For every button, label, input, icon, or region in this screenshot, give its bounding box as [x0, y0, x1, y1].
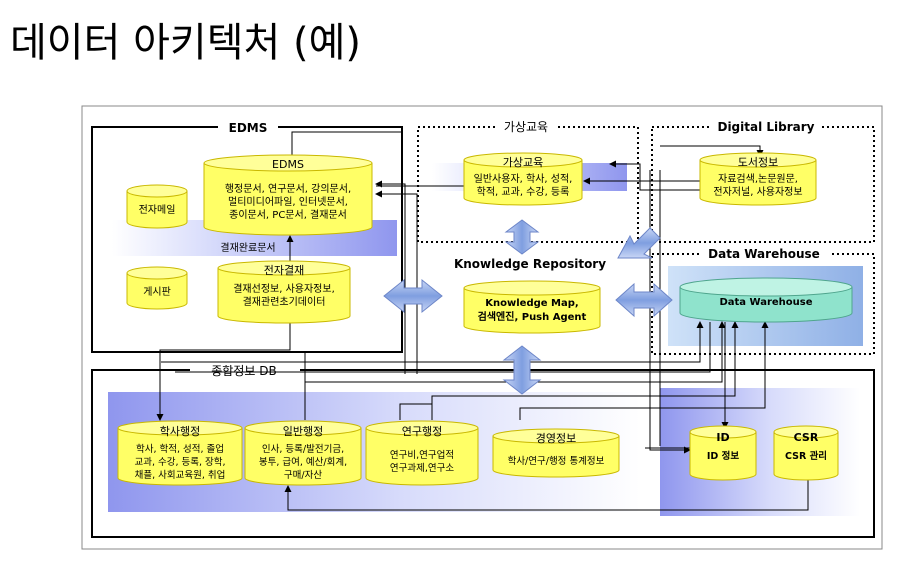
arrow-kr-dw	[615, 282, 673, 318]
general-line-2: 봉투, 급여, 예산/회계,	[259, 456, 347, 468]
dw-db-title: Data Warehouse	[719, 297, 812, 308]
edms-db-line-1: 행정문서, 연구문서, 강의문서,	[225, 183, 351, 195]
library-line-1: 자료검색,논문원문,	[718, 173, 798, 185]
general-line-1: 인사, 등록/발전기금,	[262, 444, 344, 455]
management-cylinder: 경영정보 학사/연구/행정 통계정보	[492, 428, 620, 478]
academic-cylinder: 학사행정 학사, 학적, 성적, 졸업 교과, 수강, 등록, 장학, 채플, …	[117, 420, 243, 486]
academic-title: 학사행정	[160, 425, 200, 438]
virtual-edu-db-title: 가상교육	[503, 156, 543, 169]
arrow-dl-kr	[617, 227, 661, 259]
arrow-edms-kr	[383, 278, 443, 314]
approval-line-2: 결재관련초기데이터	[243, 296, 326, 308]
approval-cylinder: 전자결재 결재선정보, 사용자정보, 결재관련초기데이터	[217, 260, 351, 324]
general-title: 일반행정	[283, 424, 323, 438]
academic-line-1: 학사, 학적, 성적, 졸업	[136, 443, 224, 455]
digital-library-section-label: Digital Library	[717, 120, 814, 134]
research-line-1: 연구비,연구업적	[390, 449, 454, 461]
academic-line-2: 교과, 수강, 등록, 장학,	[134, 457, 225, 468]
edms-db-line-2: 멀티미디어파일, 인터넷문서,	[228, 195, 348, 208]
edms-label-bg	[218, 119, 278, 135]
board-cylinder: 게시판	[126, 266, 188, 310]
general-line-3: 구매/자산	[284, 470, 322, 481]
library-line-2: 전자저널, 사용자정보	[713, 186, 802, 198]
dw-section-label: Data Warehouse	[708, 247, 820, 261]
management-line-1: 학사/연구/행정 통계정보	[508, 455, 605, 467]
edms-db-cylinder: EDMS 행정문서, 연구문서, 강의문서, 멀티미디어파일, 인터넷문서, 종…	[203, 154, 373, 236]
arrow-edu-kr	[504, 219, 540, 255]
research-admin-cylinder: 연구행정 연구비,연구업적 연구과제,연구소	[365, 420, 479, 486]
kr-label: Knowledge Repository	[454, 257, 606, 271]
id-title: ID	[716, 431, 729, 444]
virtual-edu-line-1: 일반사용자, 학사, 성적,	[474, 173, 573, 185]
csr-line-1: CSR 관리	[785, 450, 827, 462]
email-label: 전자메일	[139, 204, 176, 216]
edms-section-label: EDMS	[229, 121, 268, 135]
general-admin-cylinder: 일반행정 인사, 등록/발전기금, 봉투, 급여, 예산/회계, 구매/자산	[244, 420, 362, 486]
id-cylinder: ID ID 정보	[689, 425, 757, 481]
virtual-edu-section-label: 가상교육	[504, 120, 548, 134]
kr-cylinder: Knowledge Map, 검색엔진, Push Agent	[463, 280, 601, 334]
arrow-kr-db	[502, 345, 542, 395]
approved-docs-label: 결재완료문서	[220, 242, 275, 254]
research-line-2: 연구과제,연구소	[390, 463, 454, 474]
dw-cylinder: Data Warehouse	[679, 277, 853, 323]
library-db-title: 도서정보	[738, 156, 778, 169]
integrated-db-section-box	[91, 369, 875, 538]
csr-title: CSR	[794, 431, 819, 444]
approval-title: 전자결재	[264, 264, 304, 277]
kr-line-1: Knowledge Map,	[485, 298, 578, 309]
approval-line-1: 결재선정보, 사용자정보,	[233, 283, 335, 295]
management-title: 경영정보	[536, 432, 576, 445]
kr-line-2: 검색엔진, Push Agent	[478, 310, 587, 323]
virtual-edu-cylinder: 가상교육 일반사용자, 학사, 성적, 학적, 교과, 수강, 등록	[463, 152, 583, 206]
csr-cylinder: CSR CSR 관리	[773, 425, 839, 481]
academic-line-3: 채플, 사회교육원, 취업	[135, 469, 226, 481]
edms-db-line-3: 종이문서, PC문서, 결재문서	[229, 209, 347, 221]
page-title: 데이터 아키텍처 (예)	[10, 20, 362, 66]
id-line-1: ID 정보	[707, 450, 739, 462]
research-title: 연구행정	[402, 425, 442, 438]
board-label: 게시판	[143, 286, 171, 298]
virtual-edu-line-2: 학적, 교과, 수강, 등록	[477, 186, 570, 198]
edms-db-title: EDMS	[272, 158, 304, 171]
library-cylinder: 도서정보 자료검색,논문원문, 전자저널, 사용자정보	[699, 152, 817, 206]
block-arrows	[383, 219, 673, 395]
integrated-db-section-label: 종합정보 DB	[211, 364, 276, 378]
email-cylinder: 전자메일	[126, 184, 188, 229]
